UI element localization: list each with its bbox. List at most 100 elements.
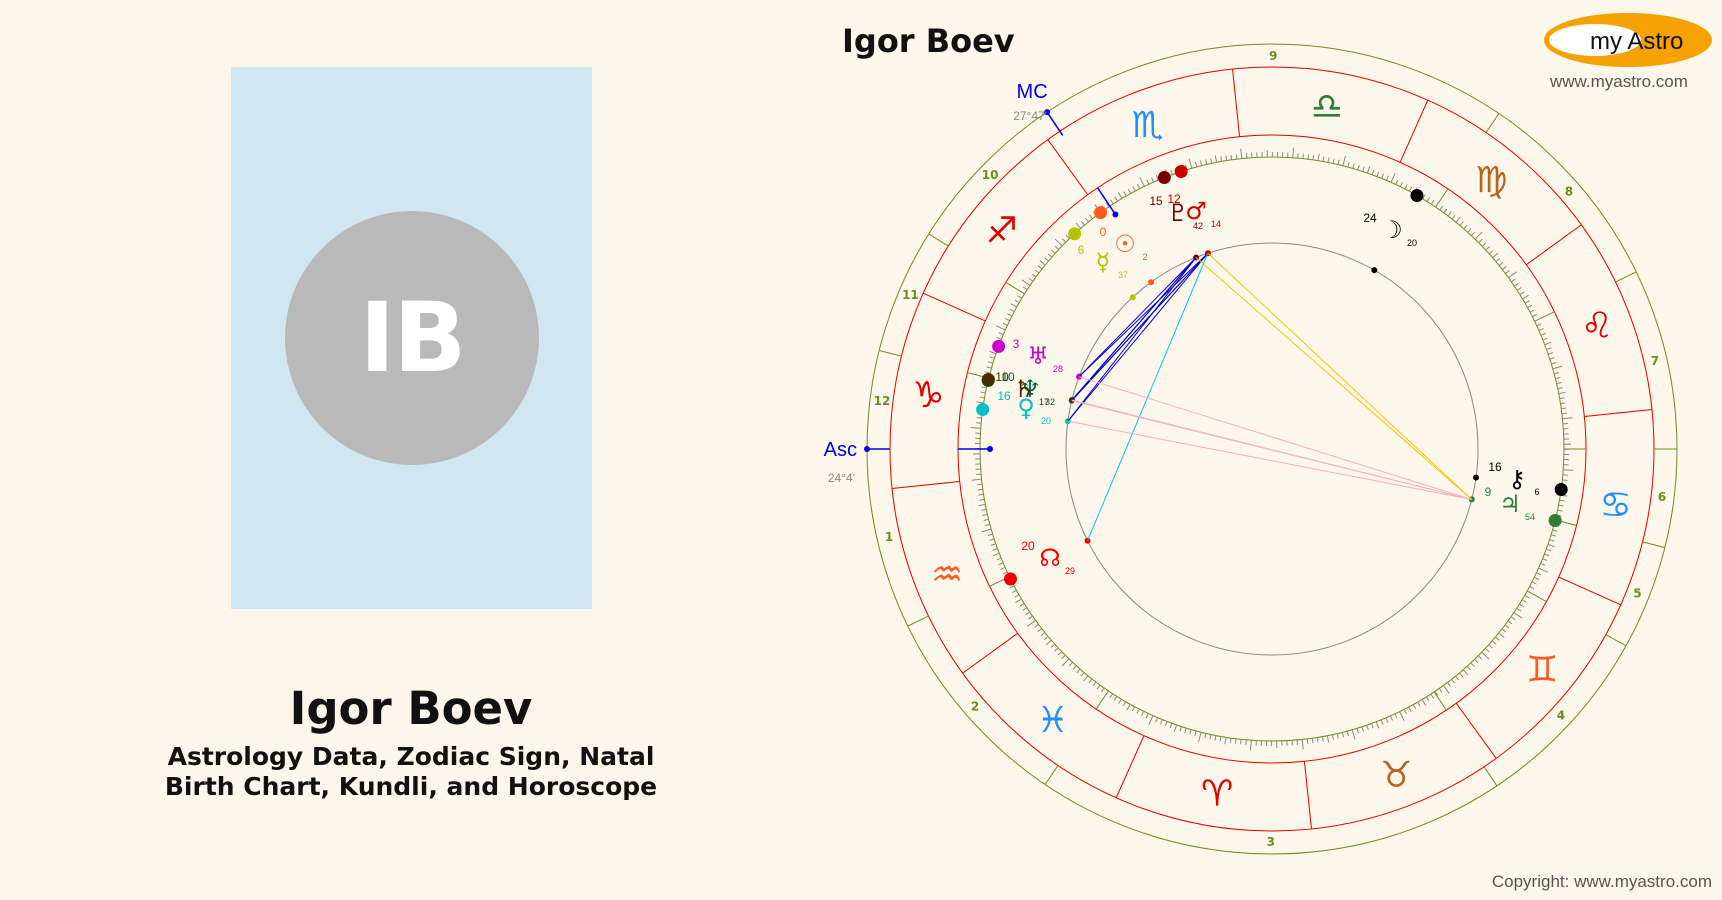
pluto-marker — [1157, 171, 1171, 185]
sign-divider — [1558, 576, 1621, 606]
chiron-aspect-point — [1473, 474, 1480, 481]
aquarius-icon: ♒︎ — [931, 554, 963, 595]
sun-icon: ☉︎ — [1114, 230, 1136, 258]
aspect-line — [1067, 252, 1209, 422]
uranus-marker — [992, 339, 1006, 353]
pluto-icon: ♇︎ — [1167, 199, 1189, 227]
avatar-initials: IB — [359, 282, 467, 394]
sun-aspect-point — [1148, 279, 1155, 286]
subtitle-line-1: Astrology Data, Zodiac Sign, Natal — [167, 742, 655, 771]
profile-subtitle: Astrology Data, Zodiac Sign, Natal Birth… — [0, 742, 822, 802]
mercury-icon: ☿︎ — [1096, 248, 1111, 276]
sign-divider — [1303, 761, 1312, 830]
mars-minute: 14 — [1211, 219, 1221, 229]
subtitle-line-2: Birth Chart, Kundli, and Horoscope — [164, 772, 658, 801]
house-number-1: 1 — [885, 530, 893, 544]
house-number-6: 6 — [1658, 490, 1666, 504]
uranus-degree: 3 — [1013, 337, 1020, 351]
aspect-line — [1078, 252, 1209, 377]
house-number-7: 7 — [1651, 354, 1659, 368]
sign-divider — [1047, 139, 1089, 196]
chiron-icon: ⚷︎ — [1508, 465, 1526, 493]
uranus-minute: 28 — [1053, 364, 1063, 374]
aspect-line — [1087, 253, 1209, 541]
mercury-marker — [1068, 227, 1082, 241]
mc-axis — [1046, 111, 1064, 136]
site-url[interactable]: www.myastro.com — [1550, 72, 1688, 91]
aspect-line — [1071, 257, 1197, 401]
aspect-line — [1195, 257, 1473, 500]
house-number-12: 12 — [874, 394, 891, 408]
scorpio-icon: ♏︎ — [1132, 105, 1164, 146]
aspect-line — [1078, 257, 1197, 377]
chiron-degree: 16 — [1488, 460, 1502, 474]
pisces-icon: ♓︎ — [1037, 700, 1069, 741]
sign-divider — [1525, 224, 1582, 266]
neptune-minute: 32 — [1045, 397, 1055, 407]
mars-marker — [1174, 164, 1188, 178]
aspect-line — [1071, 252, 1209, 401]
moon-aspect-point — [1371, 267, 1378, 274]
aspect-line — [1071, 399, 1472, 500]
pluto-minute: 42 — [1193, 221, 1203, 231]
sun-minute: 2 — [1142, 252, 1147, 262]
saturn-minute: 17 — [1039, 397, 1049, 407]
house-cusp-12 — [879, 350, 902, 357]
chiron-minute: 6 — [1534, 487, 1539, 497]
jupiter-minute: 54 — [1525, 512, 1535, 522]
logo-text: my Astro — [1590, 28, 1683, 55]
mc-label: MC — [1017, 81, 1048, 103]
sun-degree: 0 — [1100, 225, 1107, 239]
sign-divider — [891, 480, 960, 489]
sign-divider — [1584, 409, 1653, 418]
house-number-5: 5 — [1633, 586, 1641, 600]
venus-degree: 16 — [997, 389, 1011, 403]
house-cusp-8 — [1615, 271, 1637, 283]
sign-divider — [1232, 68, 1241, 137]
cancer-icon: ♋︎ — [1600, 485, 1632, 526]
saturn-marker — [981, 372, 995, 386]
jupiter-icon: ♃︎ — [1499, 490, 1521, 518]
north-node-marker — [1004, 572, 1018, 586]
sign-divider — [1399, 100, 1429, 163]
sagittarius-icon: ♐︎ — [986, 211, 1018, 252]
house-number-8: 8 — [1565, 185, 1573, 199]
aspect-circle — [1065, 242, 1479, 656]
aspect-line — [1078, 376, 1472, 500]
north-node-icon: ☊︎ — [1039, 544, 1060, 572]
venus-marker — [976, 403, 990, 417]
house-cusp-6 — [1642, 541, 1665, 548]
chiron-marker — [1554, 482, 1568, 496]
profile-name: Igor Boev — [289, 682, 533, 735]
house-cusp-2 — [907, 615, 929, 627]
moon-minute: 20 — [1407, 238, 1417, 248]
virgo-icon: ♍︎ — [1475, 160, 1507, 201]
libra-icon: ♎︎ — [1311, 86, 1343, 127]
house-cusp-5 — [1605, 634, 1627, 647]
myastro-logo[interactable]: my Astro — [1543, 11, 1713, 69]
house-cusp-3 — [1044, 765, 1059, 785]
mars-icon: ♂︎ — [1185, 197, 1207, 225]
aspect-line — [1067, 257, 1197, 422]
mercury-minute: 37 — [1118, 270, 1128, 280]
sun-marker — [1094, 206, 1108, 220]
avatar: IB — [285, 211, 539, 465]
jupiter-marker — [1548, 513, 1562, 527]
house-cusp-9 — [1485, 113, 1500, 133]
aspect-line — [1207, 252, 1473, 500]
saturn-degree: 10 — [995, 370, 1009, 384]
sign-divider — [1455, 702, 1497, 759]
sign-divider — [1115, 735, 1145, 798]
mars-degree: 12 — [1167, 192, 1181, 206]
capricorn-icon: ♑︎ — [912, 375, 944, 416]
mc-degree: 27°47' — [1013, 109, 1047, 123]
house-cusp-11 — [928, 233, 949, 247]
moon-degree: 24 — [1363, 211, 1377, 225]
jupiter-degree: 9 — [1485, 485, 1492, 499]
aspect-line — [1067, 420, 1472, 500]
moon-marker — [1410, 189, 1424, 203]
gemini-icon: ♊︎ — [1526, 649, 1558, 690]
house-number-3: 3 — [1267, 835, 1275, 849]
asc-degree: 24°4' — [828, 471, 855, 485]
